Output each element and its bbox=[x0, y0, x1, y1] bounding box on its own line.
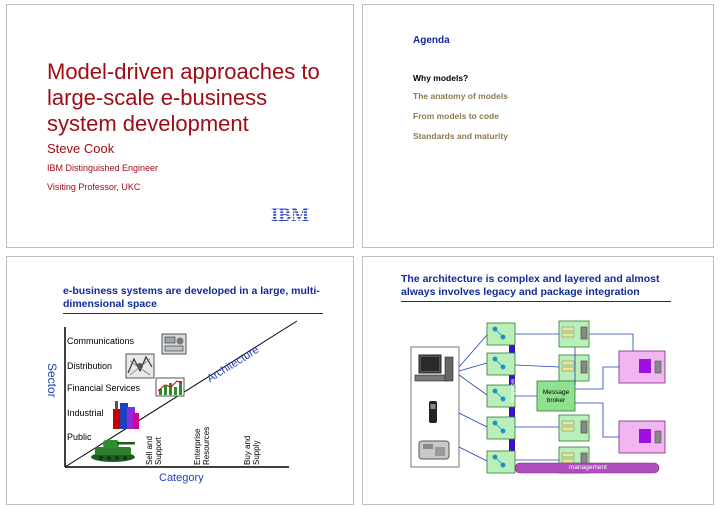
slide-architecture: The architecture is complex and layered … bbox=[362, 256, 714, 505]
category-label: Enterprise Resources bbox=[193, 426, 211, 465]
agenda-item: The anatomy of models bbox=[413, 91, 508, 101]
tank-icon bbox=[91, 440, 135, 462]
category-label: Sell and Support bbox=[145, 436, 163, 465]
agenda-item: Why models? bbox=[413, 73, 469, 83]
distribution-map-icon bbox=[125, 353, 155, 379]
sector-label: Public bbox=[67, 432, 92, 442]
slide-agenda: Agenda Why models? The anatomy of models… bbox=[362, 4, 714, 248]
ibm-logo-icon: IBM bbox=[271, 205, 309, 226]
agenda-title: Agenda bbox=[413, 35, 450, 46]
presentation-title: Model-driven approaches to large-scale e… bbox=[47, 59, 320, 136]
slide-heading: e-business systems are developed in a la… bbox=[63, 285, 323, 314]
management-label: management bbox=[569, 464, 607, 471]
slide-development-space: e-business systems are developed in a la… bbox=[6, 256, 354, 505]
sector-label: Industrial bbox=[67, 408, 104, 418]
architecture-diagram bbox=[410, 320, 666, 474]
telephone-icon bbox=[161, 333, 187, 355]
author-role: Visiting Professor, UKC bbox=[47, 182, 141, 192]
sector-label: Distribution bbox=[67, 361, 113, 371]
message-broker-label: Message broker bbox=[542, 389, 570, 404]
slide-title: Model-driven approaches to large-scale e… bbox=[6, 4, 354, 248]
sector-label: Communications bbox=[67, 336, 135, 346]
author-role: IBM Distinguished Engineer bbox=[47, 163, 159, 173]
slide-heading: The architecture is complex and layered … bbox=[401, 273, 671, 302]
bar-chart-icon bbox=[155, 377, 185, 397]
x-axis-label: Category bbox=[159, 472, 204, 484]
factory-icon bbox=[113, 401, 139, 429]
agenda-item: From models to code bbox=[413, 111, 499, 121]
y-axis-label: Sector bbox=[45, 363, 59, 398]
workflow-label: workflow bbox=[509, 379, 515, 403]
agenda-item: Standards and maturity bbox=[413, 131, 508, 141]
category-label: Buy and Supply bbox=[243, 435, 261, 465]
svg-text:IBM: IBM bbox=[271, 205, 309, 225]
sector-label: Financial Services bbox=[67, 383, 141, 393]
author-name: Steve Cook bbox=[47, 141, 115, 156]
ibm-logo: IBM bbox=[269, 203, 311, 226]
